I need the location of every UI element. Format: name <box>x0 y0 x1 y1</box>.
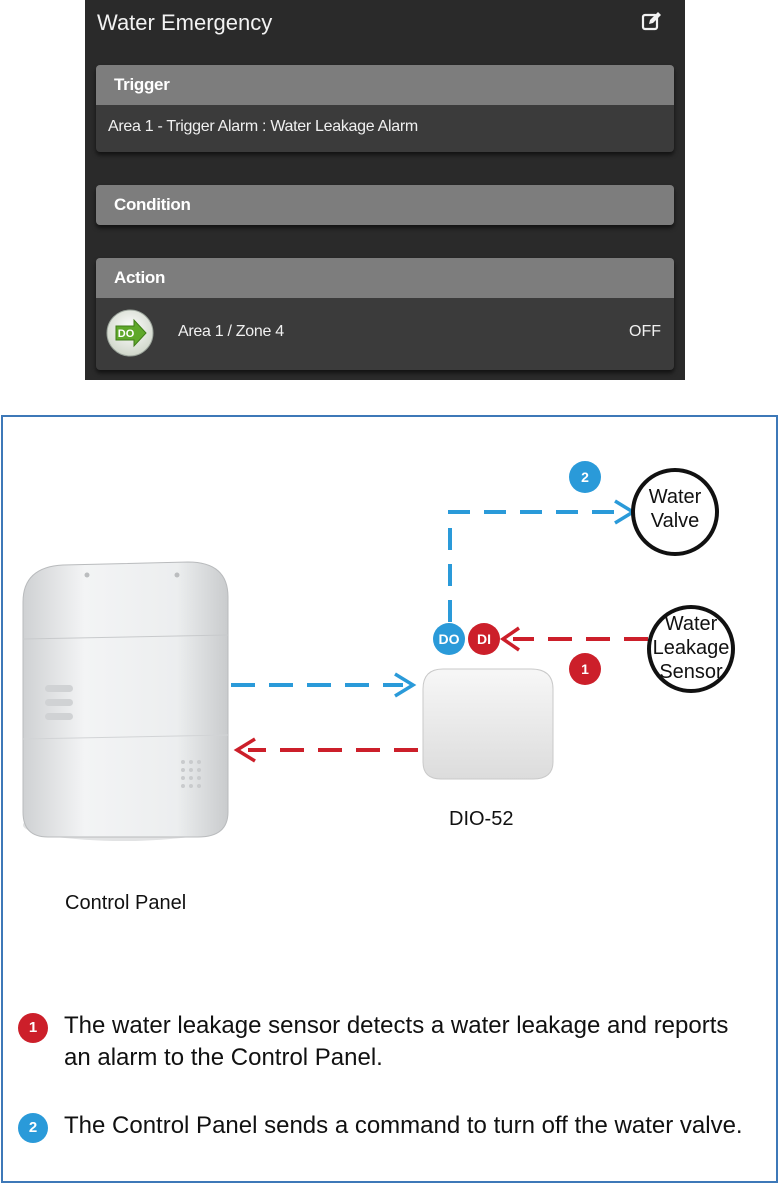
step-1-badge-label: 1 <box>581 661 589 677</box>
trigger-header: Trigger <box>96 65 674 105</box>
do-output-icon[interactable]: DO <box>106 309 154 357</box>
step-2-badge <box>569 461 601 493</box>
do-port-badge <box>433 623 465 655</box>
valve-command-line <box>448 510 625 622</box>
alarm-to-panel-arrowhead <box>233 737 256 763</box>
valve-command-arrowhead <box>614 499 637 525</box>
dio-52-device <box>422 668 554 780</box>
trigger-section: Trigger Area 1 - Trigger Alarm : Water L… <box>96 65 674 152</box>
water-valve-circle <box>631 468 719 556</box>
di-port-badge <box>468 623 500 655</box>
action-row[interactable]: DO Area 1 / Zone 4 OFF <box>96 298 674 370</box>
rule-title: Water Emergency <box>97 10 273 35</box>
water-leakage-sensor-label: Water Leakage Sensor <box>652 613 730 683</box>
dio-52-label: DIO-52 <box>449 808 514 830</box>
action-header: Action <box>96 258 674 298</box>
condition-header: Condition <box>96 185 674 225</box>
step-2-badge-label: 2 <box>581 469 589 485</box>
diagram-graphic: DO DI 2 1 <box>22 461 735 841</box>
water-leakage-sensor-circle <box>647 605 735 693</box>
note-2-badge: 2 <box>18 1113 48 1143</box>
trigger-text: Area 1 - Trigger Alarm : Water Leakage A… <box>108 118 418 135</box>
do-icon-label: DO <box>118 328 135 340</box>
control-panel-device <box>22 561 229 841</box>
diagram-panel: DO DI 2 1 Water Valve Water Leakage Sens… <box>1 415 778 1183</box>
condition-section: Condition <box>96 185 674 225</box>
rule-card: Water Emergency Trigger Area 1 - Trigger… <box>85 0 685 380</box>
command-arrowhead <box>394 672 417 698</box>
edit-icon[interactable] <box>641 10 663 32</box>
water-valve-label: Water Valve <box>648 486 702 532</box>
note-2-text: The Control Panel sends a command to tur… <box>64 1112 743 1139</box>
control-panel-label: Control Panel <box>65 892 187 914</box>
do-port-label: DO <box>439 631 460 647</box>
action-state[interactable]: OFF <box>629 323 661 340</box>
action-section: Action DO Area 1 / Zone 4 OFF <box>96 258 674 370</box>
sensor-alarm-arrowhead <box>499 626 520 652</box>
note-1-text: The water leakage sensor detects a water… <box>64 1012 729 1071</box>
note-1-badge: 1 <box>18 1013 48 1043</box>
di-port-label: DI <box>477 631 491 647</box>
step-1-badge <box>569 653 601 685</box>
action-zone: Area 1 / Zone 4 <box>178 323 284 340</box>
